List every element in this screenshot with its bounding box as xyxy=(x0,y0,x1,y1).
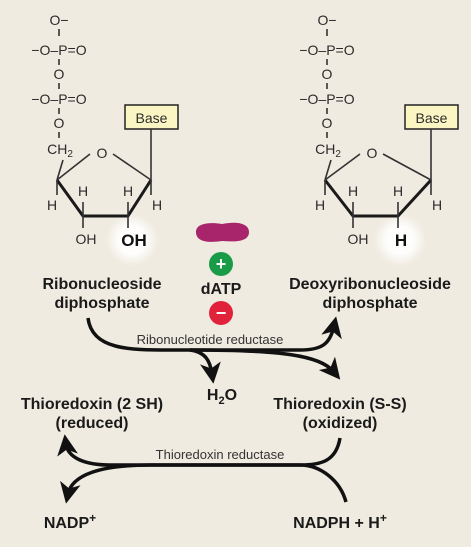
ch2-group: CH2 xyxy=(315,141,341,160)
c2-h-highlighted: H xyxy=(395,231,407,250)
ribonucleoside-diphosphate-structure: O− −O–P=O O −O–P=O O CH2 Base O H H OH H… xyxy=(31,12,179,266)
thioredoxin-reduced-line1: Thioredoxin (2 SH) xyxy=(21,396,163,413)
c3-oh: OH xyxy=(76,231,97,247)
deoxyribonucleoside-diphosphate-structure: O− −O–P=O O −O–P=O O CH2 Base O H H OH H… xyxy=(299,12,459,266)
bridging-oxygen: O xyxy=(54,66,65,82)
water-release-arrow xyxy=(189,348,221,384)
c4-h: H xyxy=(315,197,325,213)
deoxyribonucleoside-label-line2: diphosphate xyxy=(322,295,417,312)
nadp-label: NADP+ xyxy=(44,511,96,532)
ribonucleoside-label-line2: diphosphate xyxy=(54,295,149,312)
ring-oxygen: O xyxy=(367,145,378,161)
highlight-glow xyxy=(374,214,426,266)
base-label: Base xyxy=(416,110,448,126)
c2-oh-highlighted: OH xyxy=(121,231,147,250)
inhibitor-symbol: − xyxy=(216,303,227,323)
thioredoxin-reduced-line2: (reduced) xyxy=(56,415,129,432)
ring-oxygen: O xyxy=(97,145,108,161)
nadph-oxidation-arrow xyxy=(60,463,348,504)
deoxyribonucleoside-label-line1: Deoxyribonucleoside xyxy=(289,276,451,293)
c3-h: H xyxy=(348,183,358,199)
phosphate-o-minus: O− xyxy=(49,12,68,28)
water-label: H2O xyxy=(207,387,237,407)
deoxyribose-ring xyxy=(323,178,433,218)
ch2-group: CH2 xyxy=(47,141,73,160)
ribose-ring xyxy=(55,179,153,218)
c3-h: H xyxy=(78,183,88,199)
activator-icon xyxy=(209,252,233,276)
thioredoxin-oxidation-arrow xyxy=(189,348,341,380)
ribonucleotide-reductase-arrow xyxy=(86,316,342,352)
c2-h: H xyxy=(393,183,403,199)
nadph-label: NADPH + H+ xyxy=(293,511,387,532)
phosphate-group-2: −O–P=O xyxy=(31,91,86,107)
ribonucleotide-reductase-label: Ribonucleotide reductase xyxy=(137,332,284,347)
c2-h: H xyxy=(123,183,133,199)
ribonucleoside-label-line1: Ribonucleoside xyxy=(42,276,161,293)
inhibitor-icon xyxy=(209,301,233,325)
activator-symbol: + xyxy=(216,254,227,274)
phosphate-group-1: −O–P=O xyxy=(31,42,86,58)
phosphate-group-1: −O–P=O xyxy=(299,42,354,58)
base-box xyxy=(404,104,459,130)
datp-label: dATP xyxy=(201,281,242,298)
c4-h: H xyxy=(47,197,57,213)
c3-oh: OH xyxy=(348,231,369,247)
phosphate-o-minus: O− xyxy=(317,12,336,28)
phosphate-group-2: −O–P=O xyxy=(299,91,354,107)
base-label: Base xyxy=(136,110,168,126)
regulation-group: + dATP − xyxy=(196,222,249,325)
bridging-oxygen: O xyxy=(322,66,333,82)
c1-h: H xyxy=(432,197,442,213)
base-box xyxy=(124,104,179,130)
datp-blob xyxy=(196,222,249,242)
thioredoxin-oxidized-line2: (oxidized) xyxy=(303,415,378,432)
thioredoxin-oxidized-line1: Thioredoxin (S-S) xyxy=(273,396,406,413)
ester-oxygen: O xyxy=(54,115,65,131)
ester-oxygen: O xyxy=(322,115,333,131)
thioredoxin-reductase-label: Thioredoxin reductase xyxy=(156,447,285,462)
c1-h: H xyxy=(152,197,162,213)
highlight-glow xyxy=(106,214,158,266)
